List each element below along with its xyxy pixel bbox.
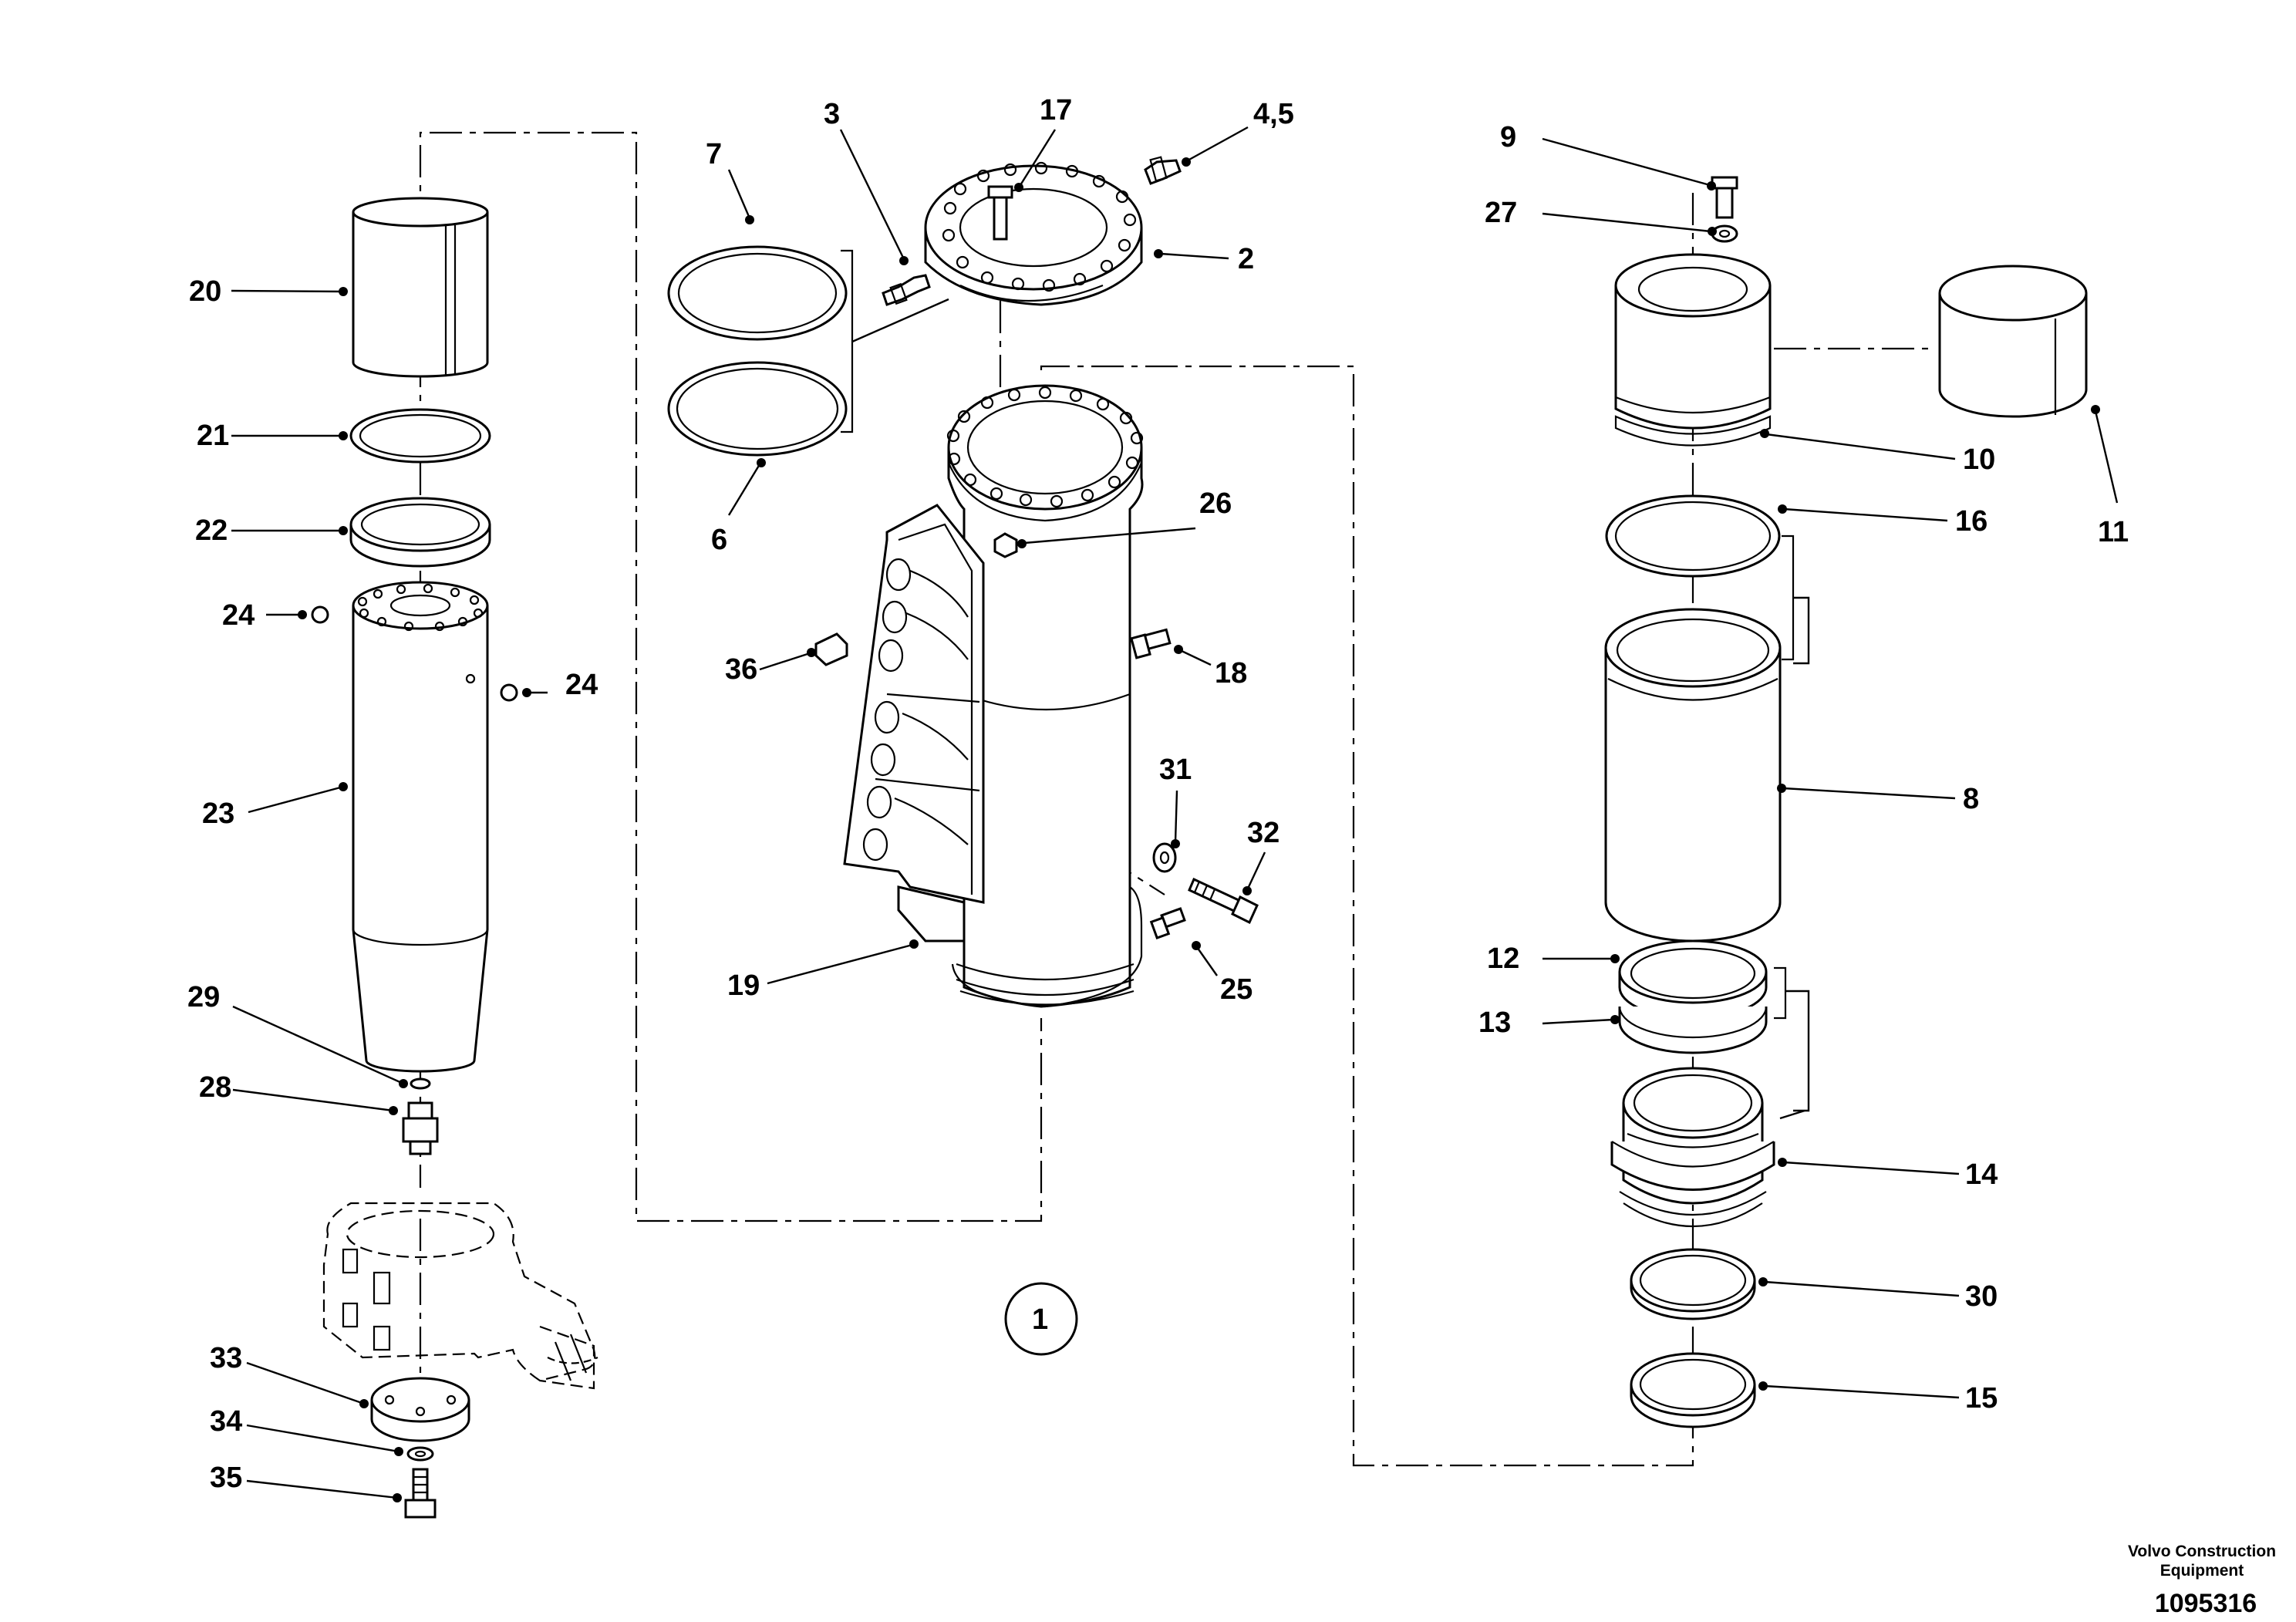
callout-21: 21: [197, 420, 229, 452]
part-15-ring: [1630, 1352, 1756, 1428]
callout-20: 20: [189, 275, 221, 308]
callout-22: 22: [195, 514, 228, 547]
callout-33: 33: [210, 1342, 242, 1374]
callout-6: 6: [711, 524, 727, 556]
part-28-grease-nipple: [402, 1101, 439, 1155]
part-31-washer: [1152, 842, 1177, 873]
part-33-plate: [370, 1377, 470, 1442]
callout-3: 3: [824, 98, 840, 130]
part-10-cap: [1614, 253, 1772, 447]
footer: Volvo Construction Equipment 1095316: [2128, 1543, 2276, 1618]
part-21-ring: [349, 408, 491, 464]
callout-7: 7: [706, 138, 722, 170]
callout-2: 2: [1238, 243, 1254, 275]
callout-19: 19: [727, 969, 760, 1002]
part-30-ring: [1630, 1248, 1756, 1320]
part-12-seal: [1618, 939, 1768, 1020]
callout-labels: 20 21 22 24 24 23 29 28 33 34 35 7 6 3 1…: [187, 94, 2129, 1494]
part-32-bolt: [1188, 877, 1259, 925]
callout-30: 30: [1965, 1280, 1998, 1313]
callout-14: 14: [1965, 1158, 1998, 1191]
callout-15: 15: [1965, 1382, 1998, 1415]
part-16-ring: [1605, 494, 1781, 578]
callout-13: 13: [1478, 1007, 1511, 1039]
callout-28: 28: [199, 1071, 231, 1104]
part-22-seal: [349, 497, 491, 568]
part-9-bolt: [1711, 176, 1738, 219]
part-7-ring: [667, 245, 848, 341]
callout-18: 18: [1215, 657, 1247, 690]
callout-11: 11: [2098, 516, 2129, 548]
callout-24-right: 24: [565, 669, 598, 701]
drawing-number: 1095316: [2155, 1589, 2257, 1618]
part-6-ring: [667, 361, 848, 457]
company-name-line2: Equipment: [2160, 1562, 2244, 1580]
part-18-fitting: [1130, 628, 1172, 659]
part-34-washer: [406, 1446, 434, 1462]
leader-lines: [231, 126, 2119, 1502]
part-17-bolt: [987, 185, 1013, 241]
part-45-fitting: [1144, 156, 1182, 185]
part-14-bushing: [1610, 1067, 1775, 1227]
callout-12: 12: [1487, 943, 1519, 975]
callout-32: 32: [1247, 817, 1279, 849]
callout-23: 23: [202, 798, 234, 830]
callout-45: 4,5: [1253, 98, 1294, 130]
callout-34: 34: [210, 1405, 242, 1438]
callout-9: 9: [1500, 121, 1516, 153]
articulation-bracket: [843, 504, 985, 943]
callout-25: 25: [1220, 973, 1253, 1006]
seal-bracket-right-lower: [1774, 966, 1787, 1020]
callout-27: 27: [1485, 197, 1517, 229]
bracket-leader: [851, 298, 949, 343]
callout-36: 36: [725, 653, 757, 686]
part-11-sleeve: [1938, 265, 2088, 418]
callout-10: 10: [1963, 443, 1995, 476]
part-35-bolt: [404, 1468, 437, 1519]
part-2-cover-flange: [924, 161, 1143, 306]
callout-16: 16: [1955, 505, 1988, 538]
steering-knuckle-reference: [322, 1202, 598, 1390]
callout-8: 8: [1963, 783, 1979, 815]
callout-31: 31: [1159, 754, 1192, 786]
part-23-king-pin: [352, 581, 489, 1073]
part-36-key: [814, 632, 848, 666]
part-8-liner: [1604, 608, 1782, 943]
callout-29: 29: [187, 981, 220, 1013]
part-26-nut: [993, 532, 1018, 558]
company-name-line1: Volvo Construction: [2128, 1543, 2276, 1560]
part-25-fitting: [1149, 907, 1186, 939]
seal-bracket-right: [1782, 534, 1795, 661]
part-29-o-ring: [410, 1077, 431, 1090]
part-13-seal: [1618, 1006, 1768, 1054]
part-3-fitting: [882, 274, 931, 306]
callout-1: 1: [1032, 1303, 1048, 1336]
part-24-balls: [311, 605, 518, 702]
reference-circle-1: [1004, 1282, 1078, 1356]
callout-35: 35: [210, 1462, 242, 1494]
part-20-sleeve: [352, 197, 489, 378]
part-19-housing: [946, 384, 1144, 1008]
callout-17: 17: [1040, 94, 1072, 126]
callout-24-left: 24: [222, 599, 255, 632]
callout-26: 26: [1199, 487, 1232, 520]
